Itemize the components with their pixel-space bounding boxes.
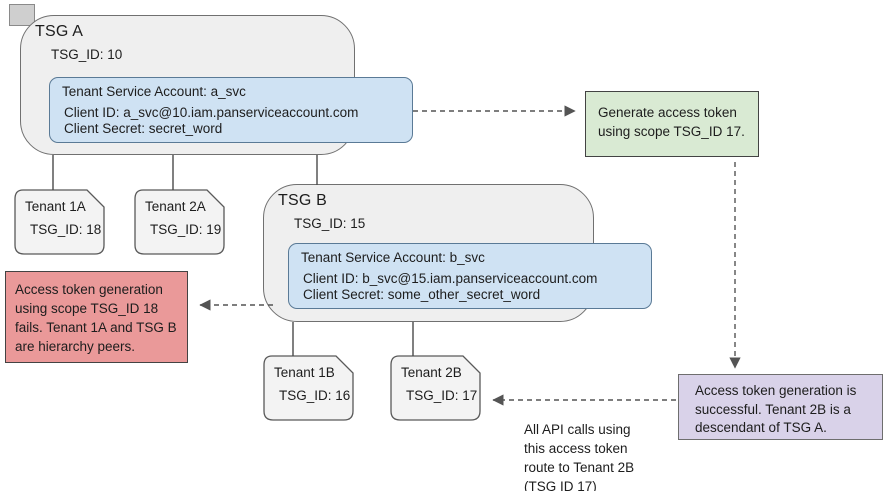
service-account-a-title: Tenant Service Account: a_svc (62, 84, 246, 99)
note-api-routing: All API calls using this access token ro… (524, 422, 635, 491)
tenant-card-shape (263, 355, 354, 421)
tenant-2b-name: Tenant 2B (401, 365, 462, 380)
tsg-a-id-label: TSG_ID: 10 (51, 47, 123, 62)
tenant-2a-name: Tenant 2A (145, 199, 206, 214)
tenant-1a-name: Tenant 1A (25, 199, 86, 214)
service-account-b-title: Tenant Service Account: b_svc (301, 250, 485, 265)
tenant-1a-id: TSG_ID: 18 (30, 222, 102, 237)
service-account-a-client-secret: Client Secret: secret_word (64, 121, 223, 136)
tenant-card-shape (134, 189, 225, 255)
tenant-card-shape (14, 189, 105, 255)
tsg-b-id-label: TSG_ID: 15 (294, 216, 366, 231)
tsg-b-title: TSG B (278, 192, 328, 209)
service-account-b-client-id: Client ID: b_svc@15.iam.panserviceaccoun… (303, 271, 598, 286)
service-account-a-box: Tenant Service Account: a_svc Client ID:… (49, 77, 413, 143)
service-account-b-box: Tenant Service Account: b_svc Client ID:… (288, 243, 652, 309)
note-token-fails: Access token generation using scope TSG_… (5, 271, 188, 363)
tenant-2b-card: Tenant 2B TSG_ID: 17 (390, 355, 481, 421)
tenant-1a-card: Tenant 1A TSG_ID: 18 (14, 189, 105, 255)
tenant-1b-name: Tenant 1B (274, 365, 335, 380)
tenant-2a-card: Tenant 2A TSG_ID: 19 (134, 189, 225, 255)
tenant-1b-id: TSG_ID: 16 (279, 388, 351, 403)
tenant-2a-id: TSG_ID: 19 (150, 222, 222, 237)
note-token-success: Access token generation is successful. T… (678, 374, 883, 440)
tsg-a-title: TSG A (35, 23, 84, 40)
service-account-b-client-secret: Client Secret: some_other_secret_word (303, 287, 541, 302)
tenant-1b-card: Tenant 1B TSG_ID: 16 (263, 355, 354, 421)
tenant-card-shape (390, 355, 481, 421)
corner-shape-fragment (9, 4, 35, 26)
service-account-a-client-id: Client ID: a_svc@10.iam.panserviceaccoun… (64, 105, 359, 120)
tenant-2b-id: TSG_ID: 17 (406, 388, 478, 403)
note-generate-token: Generate access token using scope TSG_ID… (585, 91, 759, 157)
